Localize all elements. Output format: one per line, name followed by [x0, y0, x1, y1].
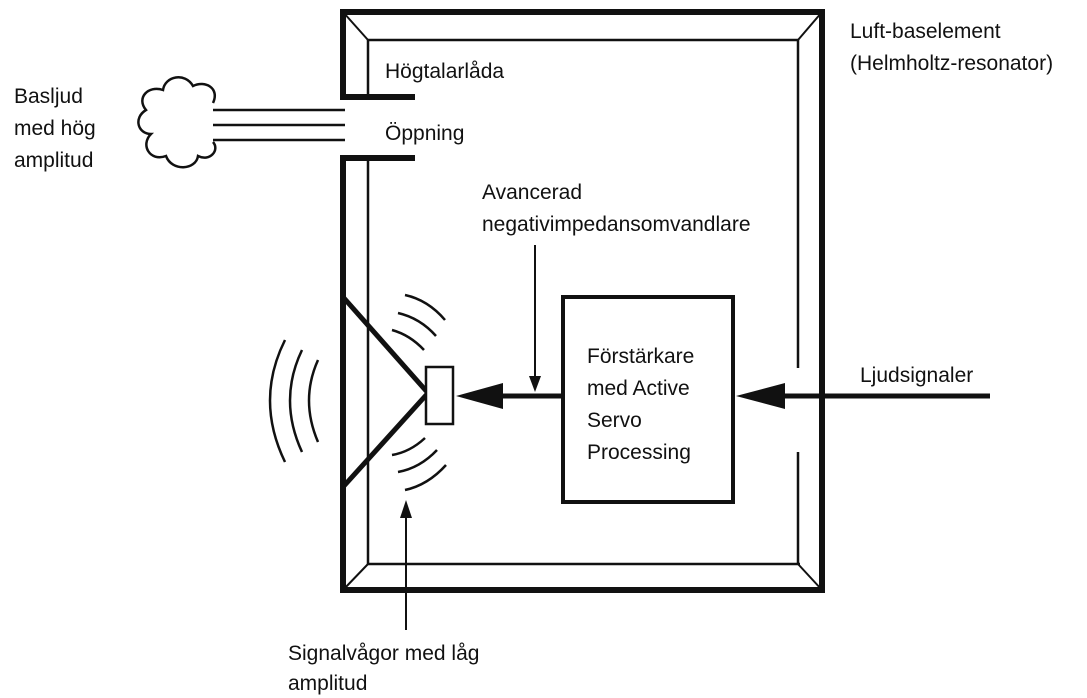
bass-label-line3: amplitud — [14, 149, 93, 172]
cabinet-corner-bevels — [342, 11, 823, 591]
bass-label-line2: med hög — [14, 117, 96, 140]
converter-pointer-arrow — [529, 245, 541, 392]
bass-label-line1: Basljud — [14, 85, 83, 108]
speaker-driver-cone-icon — [341, 295, 430, 489]
cabinet-outer-wall — [340, 9, 825, 593]
air-element-label-line2: (Helmholtz-resonator) — [850, 52, 1053, 75]
waves-label-line1: Signalvågor med låg — [288, 642, 479, 665]
converter-label-line2: negativimpedansomvandlare — [482, 213, 751, 236]
amplifier-box — [561, 295, 735, 504]
waves-label-line2: amplitud — [288, 672, 367, 695]
port-label: Öppning — [385, 122, 464, 145]
outer-sound-waves-icon — [268, 339, 320, 463]
audio-input-arrow — [736, 383, 990, 409]
amplifier-label-line3: Servo — [587, 409, 642, 432]
amplifier-label-line2: med Active — [587, 377, 690, 400]
port-airflow-lines — [213, 108, 345, 142]
amplifier-label-line4: Processing — [587, 441, 691, 464]
amplifier-label-line1: Förstärkare — [587, 345, 694, 368]
inner-sound-waves-icon — [391, 293, 447, 492]
air-element-label-line1: Luft-baselement — [850, 20, 1001, 43]
waves-pointer-arrow — [400, 500, 412, 630]
amp-to-driver-arrow — [456, 383, 563, 409]
cabinet-label: Högtalarlåda — [385, 60, 504, 83]
bass-sound-cloud-icon — [137, 76, 217, 169]
converter-label-line1: Avancerad — [482, 181, 582, 204]
port-flanges — [340, 94, 415, 161]
audio-input-label: Ljudsignaler — [860, 364, 973, 387]
speaker-voice-coil — [424, 365, 455, 426]
